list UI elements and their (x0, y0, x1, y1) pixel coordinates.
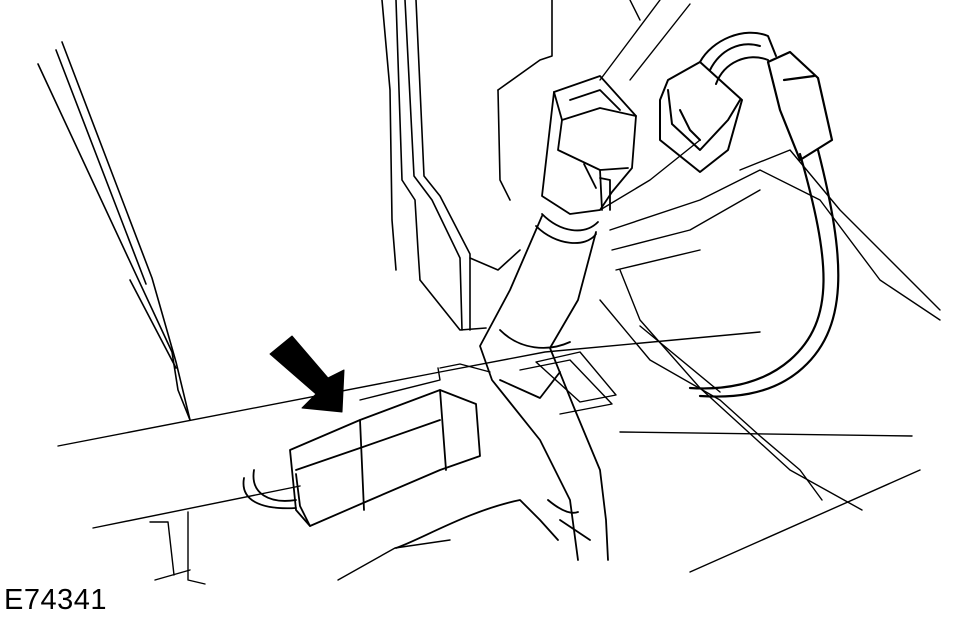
wiring-harness (396, 214, 608, 560)
lower-connector (243, 390, 480, 526)
pointer-arrow-icon (270, 336, 344, 412)
figure-code: E74341 (4, 584, 107, 616)
trim-tool (38, 42, 190, 420)
plug-connector (660, 33, 776, 172)
console-panel (58, 332, 920, 584)
harness-connector (542, 76, 636, 214)
seat-panel (382, 0, 552, 330)
cable-loop (690, 52, 838, 397)
floor-recess (520, 352, 616, 414)
